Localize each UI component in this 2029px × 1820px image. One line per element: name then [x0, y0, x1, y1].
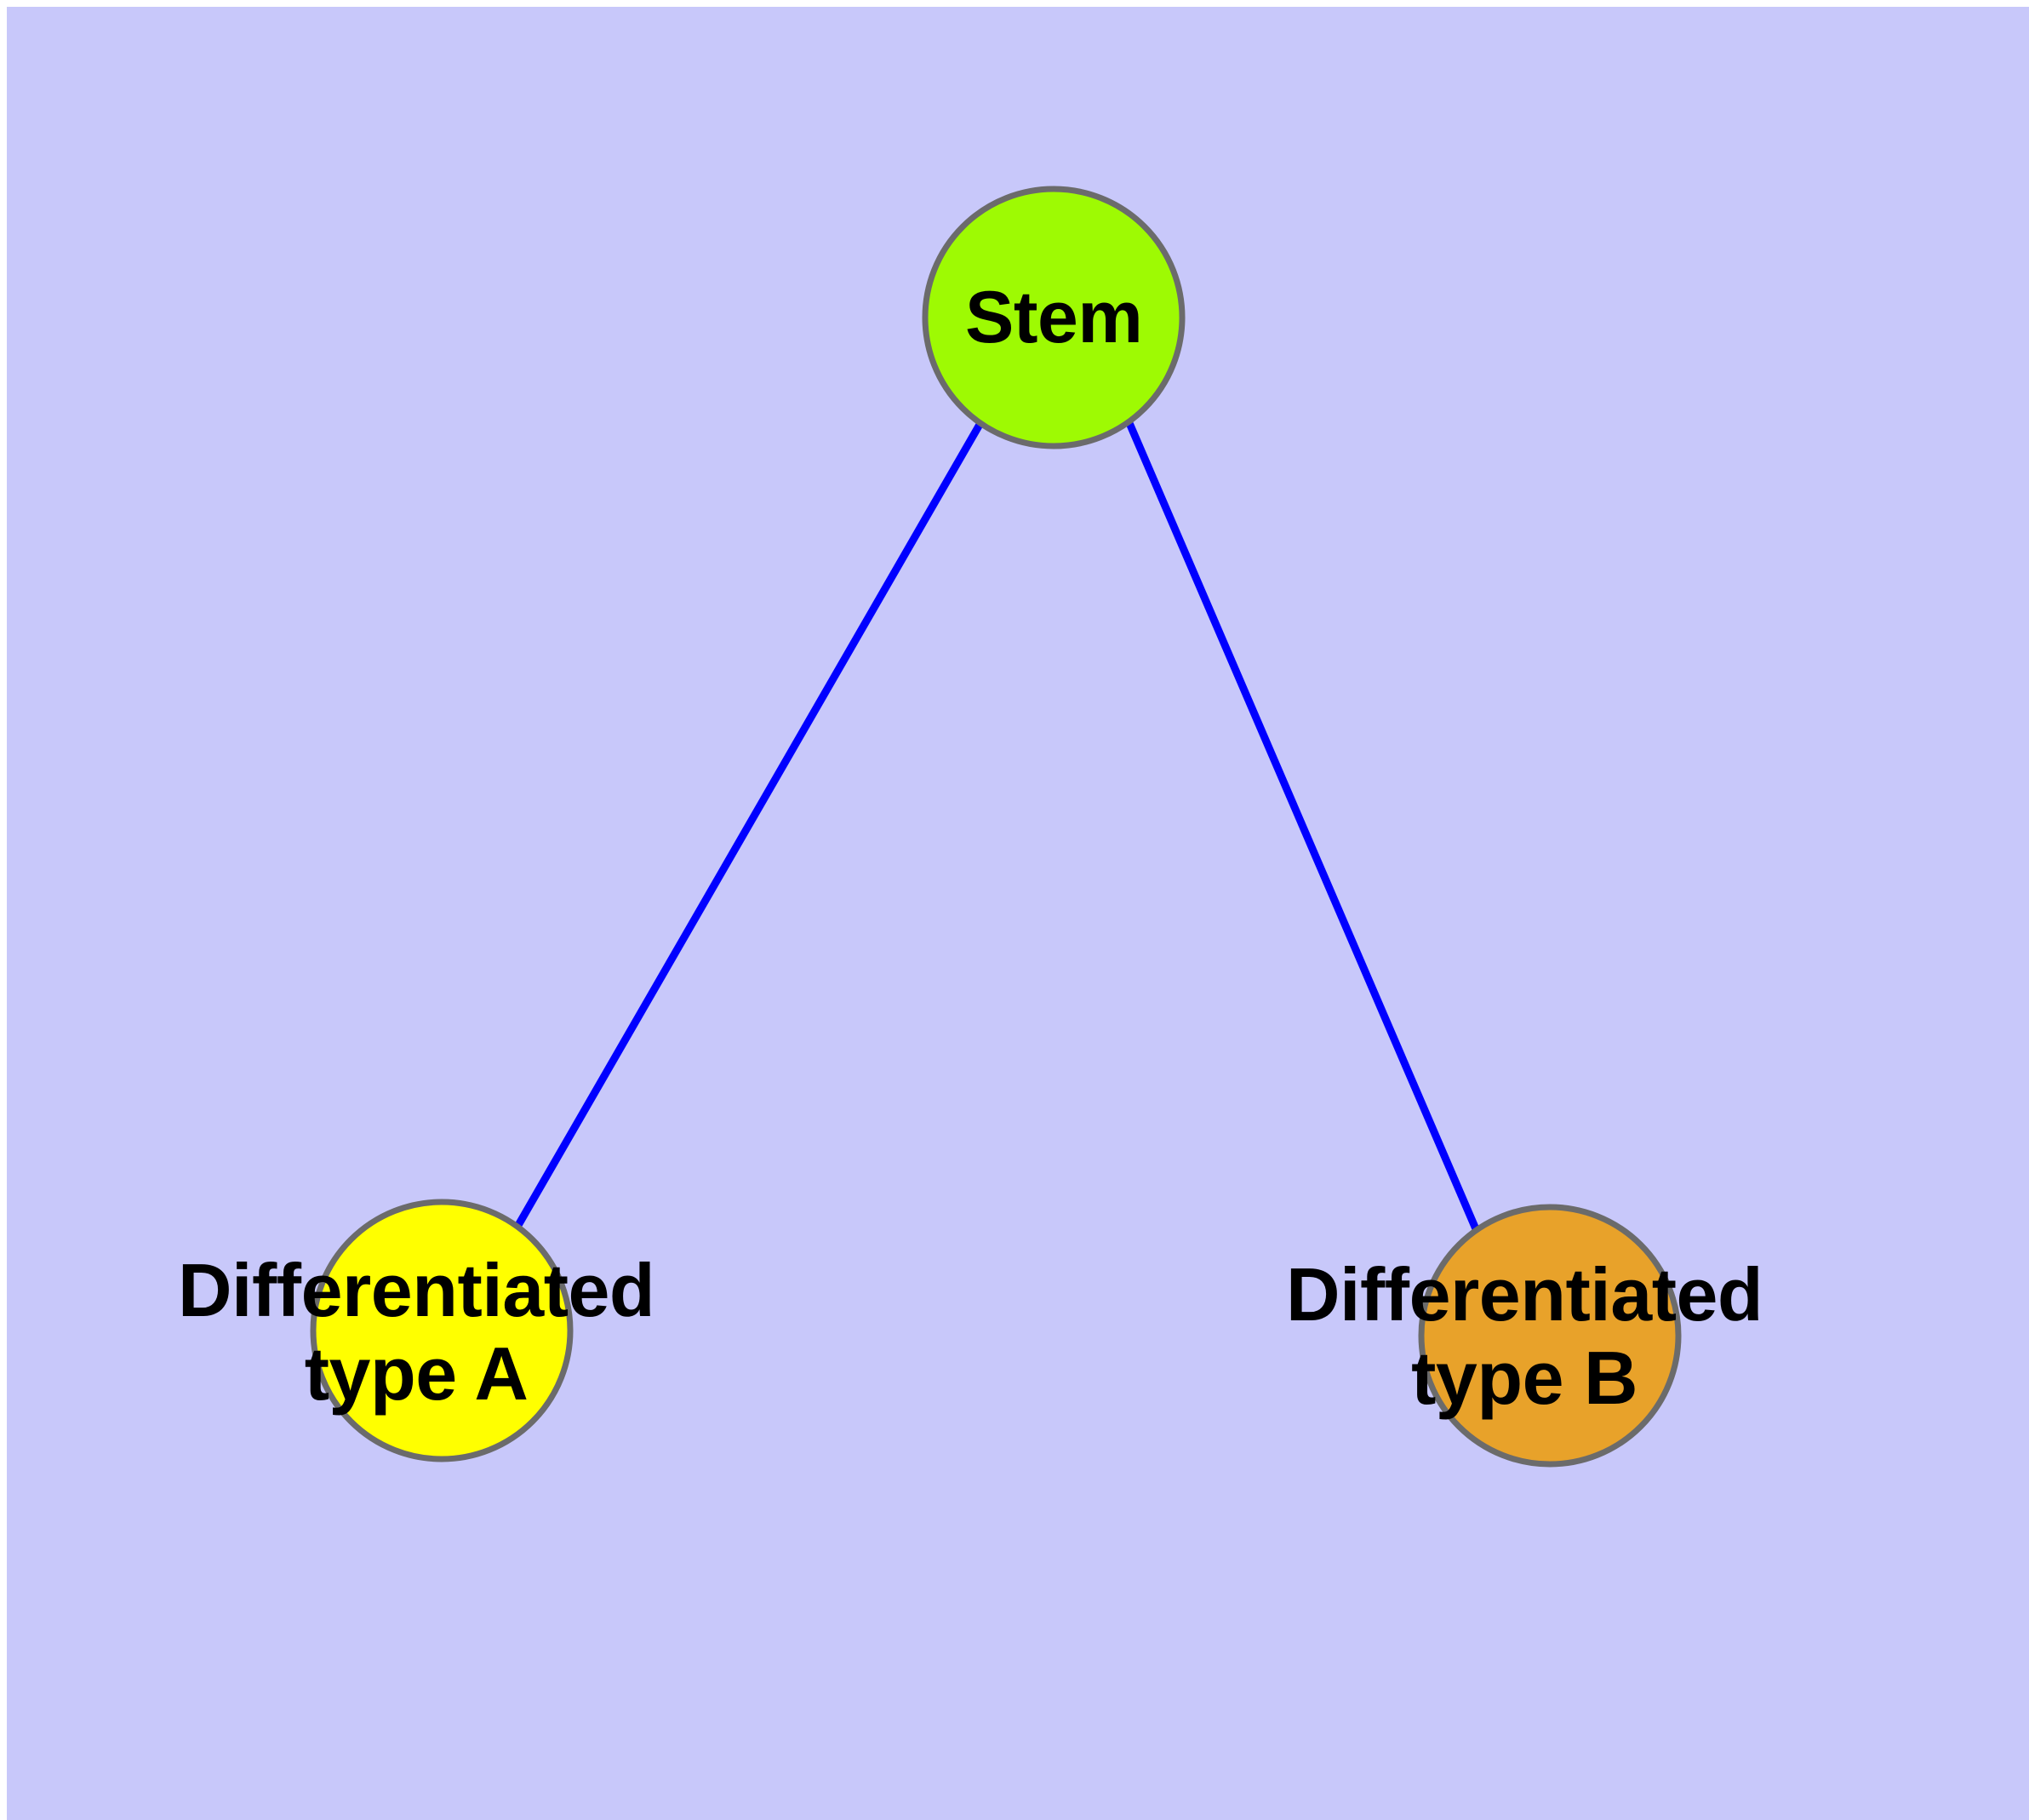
- graph-node-diff_b[interactable]: [1418, 1204, 1682, 1468]
- edge-layer: [514, 421, 1481, 1233]
- graph-edge-stem-diff_b: [1125, 421, 1481, 1233]
- graph-node-diff_a[interactable]: [310, 1199, 574, 1462]
- node-layer: [310, 186, 1682, 1468]
- graph-edge-stem-diff_a: [514, 421, 984, 1229]
- graph-node-stem[interactable]: [922, 186, 1186, 449]
